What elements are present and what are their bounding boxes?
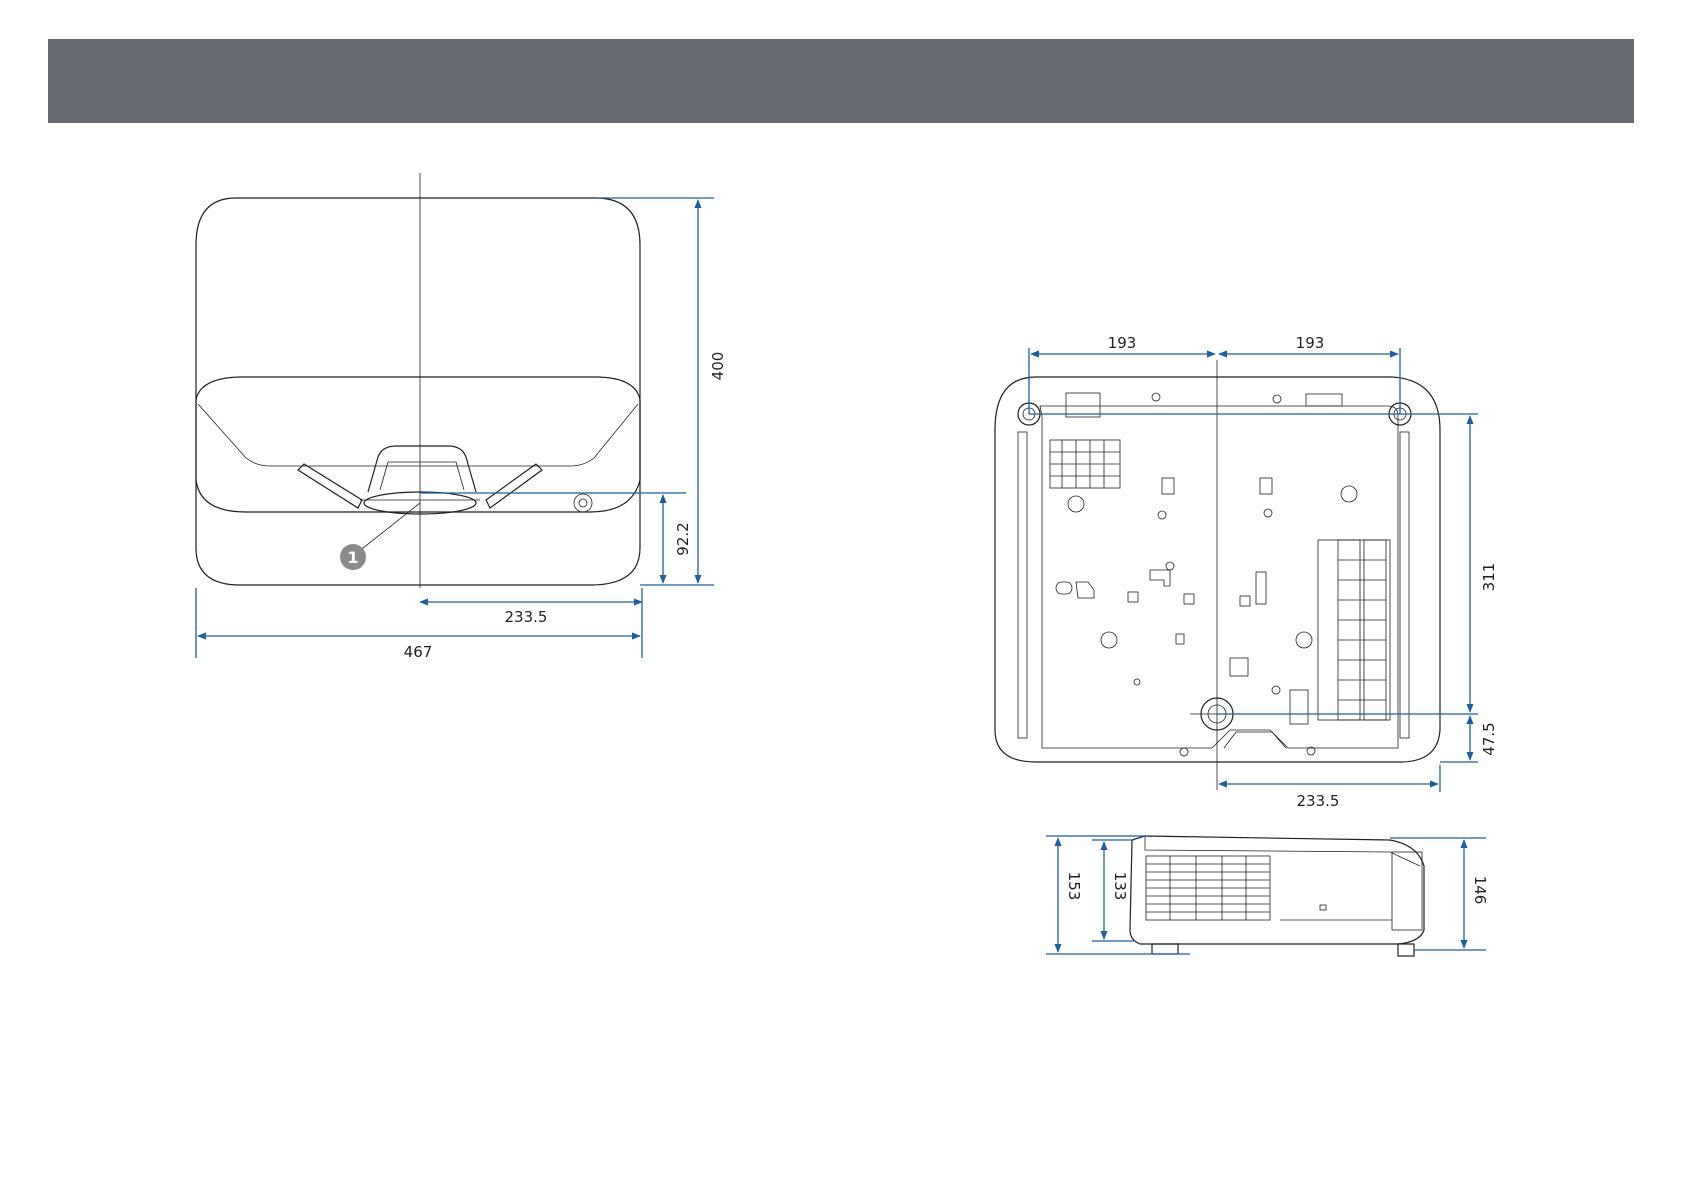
dim-foot-spacing-left: 193 [1108,334,1137,352]
side-foot-front [1152,944,1178,954]
dim-height-body: 133 [1111,872,1129,901]
dim-bottom-lens-offset: 233.5 [1297,792,1340,810]
vent-right [1318,540,1390,720]
sensor [574,494,592,512]
lens-handle [368,446,476,492]
dim-foot-depth: 311 [1480,563,1498,592]
dim-lens-offset-horizontal: 233.5 [505,608,548,626]
projector-bottom-outline [995,377,1440,762]
dim-rear-offset: 47.5 [1480,722,1498,755]
dim-height-with-feet: 153 [1065,872,1083,901]
right-wing [486,464,542,508]
front-view-diagram: 1 400 92.2 233.5 467 [196,173,727,661]
projector-top-outline [196,198,640,585]
dim-height-rear: 146 [1471,876,1489,905]
side-vent [1146,856,1270,920]
dim-width-total: 467 [404,643,433,661]
bottom-view-diagram: 193 193 311 47.5 233.5 [995,334,1498,810]
dim-foot-spacing-right: 193 [1296,334,1325,352]
side-view-diagram: 153 133 146 [1046,836,1489,956]
lens-recess [198,404,638,466]
left-wing [298,464,362,508]
callout-number: 1 [347,548,358,567]
dim-lens-offset-vertical: 92.2 [674,522,692,555]
side-foot-rear [1398,944,1414,956]
dim-depth-total: 400 [709,352,727,381]
vent-left [1050,440,1120,488]
